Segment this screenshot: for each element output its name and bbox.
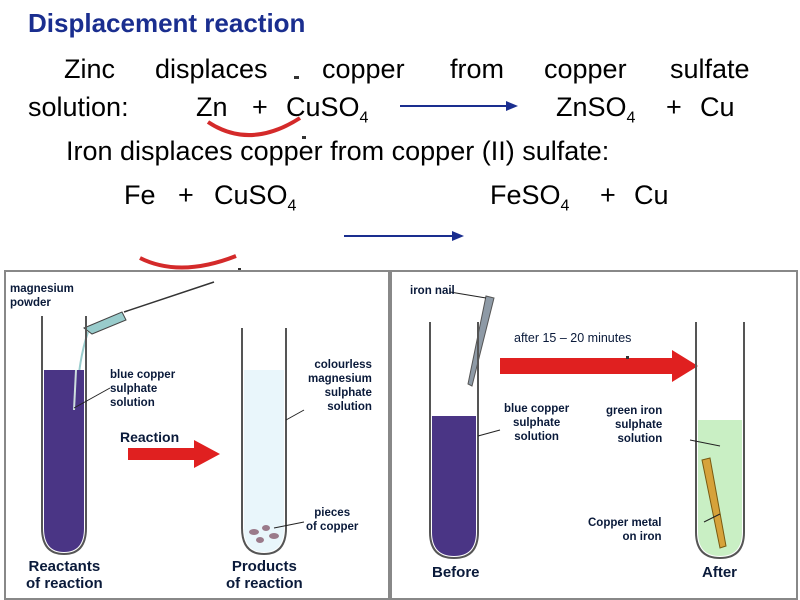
plus-sign: + xyxy=(252,92,268,122)
label-pointer xyxy=(449,291,487,299)
copper-sulphate-liquid xyxy=(432,416,476,556)
tiny-mark xyxy=(626,356,629,359)
iron-nail-icon xyxy=(467,295,495,387)
reaction-arrow-icon xyxy=(344,231,464,241)
plus-sign: + xyxy=(666,92,682,122)
label-pointer xyxy=(703,513,721,523)
word: Zinc xyxy=(64,54,116,84)
label-pointer xyxy=(273,521,305,529)
product-znso4: ZnSO4 xyxy=(556,92,636,127)
iron-nail-label: iron nail xyxy=(410,285,455,297)
test-tube-reactants-icon xyxy=(41,316,87,556)
powder-stream-icon xyxy=(73,369,77,411)
plus-sign: + xyxy=(178,180,194,210)
word: copper xyxy=(322,54,405,84)
product-cu: Cu xyxy=(634,180,669,210)
iron-nail-experiment-diagram xyxy=(429,291,745,560)
magnesium-sulphate-liquid xyxy=(244,370,284,552)
plus-sign: + xyxy=(600,180,616,210)
word: sulfate xyxy=(670,54,750,84)
solution-label: solution: xyxy=(28,92,129,122)
iron-sentence: Iron displaces copper from copper (II) s… xyxy=(66,136,610,166)
reactant-cuso4: CuSO4 xyxy=(214,180,297,215)
iron-sulphate-liquid xyxy=(698,420,742,556)
word: from xyxy=(450,54,504,84)
after-caption: After xyxy=(702,564,738,581)
product-cu: Cu xyxy=(700,92,735,122)
spatula-icon xyxy=(123,281,215,313)
label-pointer xyxy=(73,387,111,409)
reaction-label: Reaction xyxy=(120,429,180,445)
before-caption: Before xyxy=(432,564,480,581)
tiny-mark xyxy=(238,268,241,271)
product-feso4: FeSO4 xyxy=(490,180,570,215)
copper-coated-nail-icon xyxy=(701,457,727,549)
reactant-zn: Zn xyxy=(196,92,228,122)
slide-title: Displacement reaction xyxy=(28,8,306,38)
label-pointer xyxy=(477,429,501,437)
electron-transfer-curve-icon xyxy=(206,116,302,138)
electron-transfer-curve-icon xyxy=(139,254,237,270)
copper-sulphate-liquid xyxy=(44,370,84,552)
label-pointer xyxy=(285,409,305,421)
time-label: after 15 – 20 minutes xyxy=(514,331,632,345)
test-tube-before-icon xyxy=(429,322,479,560)
test-tube-after-icon xyxy=(695,322,745,560)
reaction-red-arrow-icon xyxy=(128,440,220,468)
test-tube-products-icon xyxy=(241,328,287,556)
reaction-arrow-icon xyxy=(400,101,518,111)
tiny-mark xyxy=(302,136,306,139)
copper-pieces-icon xyxy=(249,525,279,543)
reactant-fe: Fe xyxy=(124,180,156,210)
equation-arrows xyxy=(139,76,518,271)
magnesium-experiment-diagram xyxy=(41,281,305,556)
spatula-icon xyxy=(83,311,127,335)
time-red-arrow-icon xyxy=(500,350,698,382)
label-pointer xyxy=(689,439,721,447)
word: copper xyxy=(544,54,627,84)
tiny-mark xyxy=(294,76,299,79)
word: displaces xyxy=(155,54,268,84)
